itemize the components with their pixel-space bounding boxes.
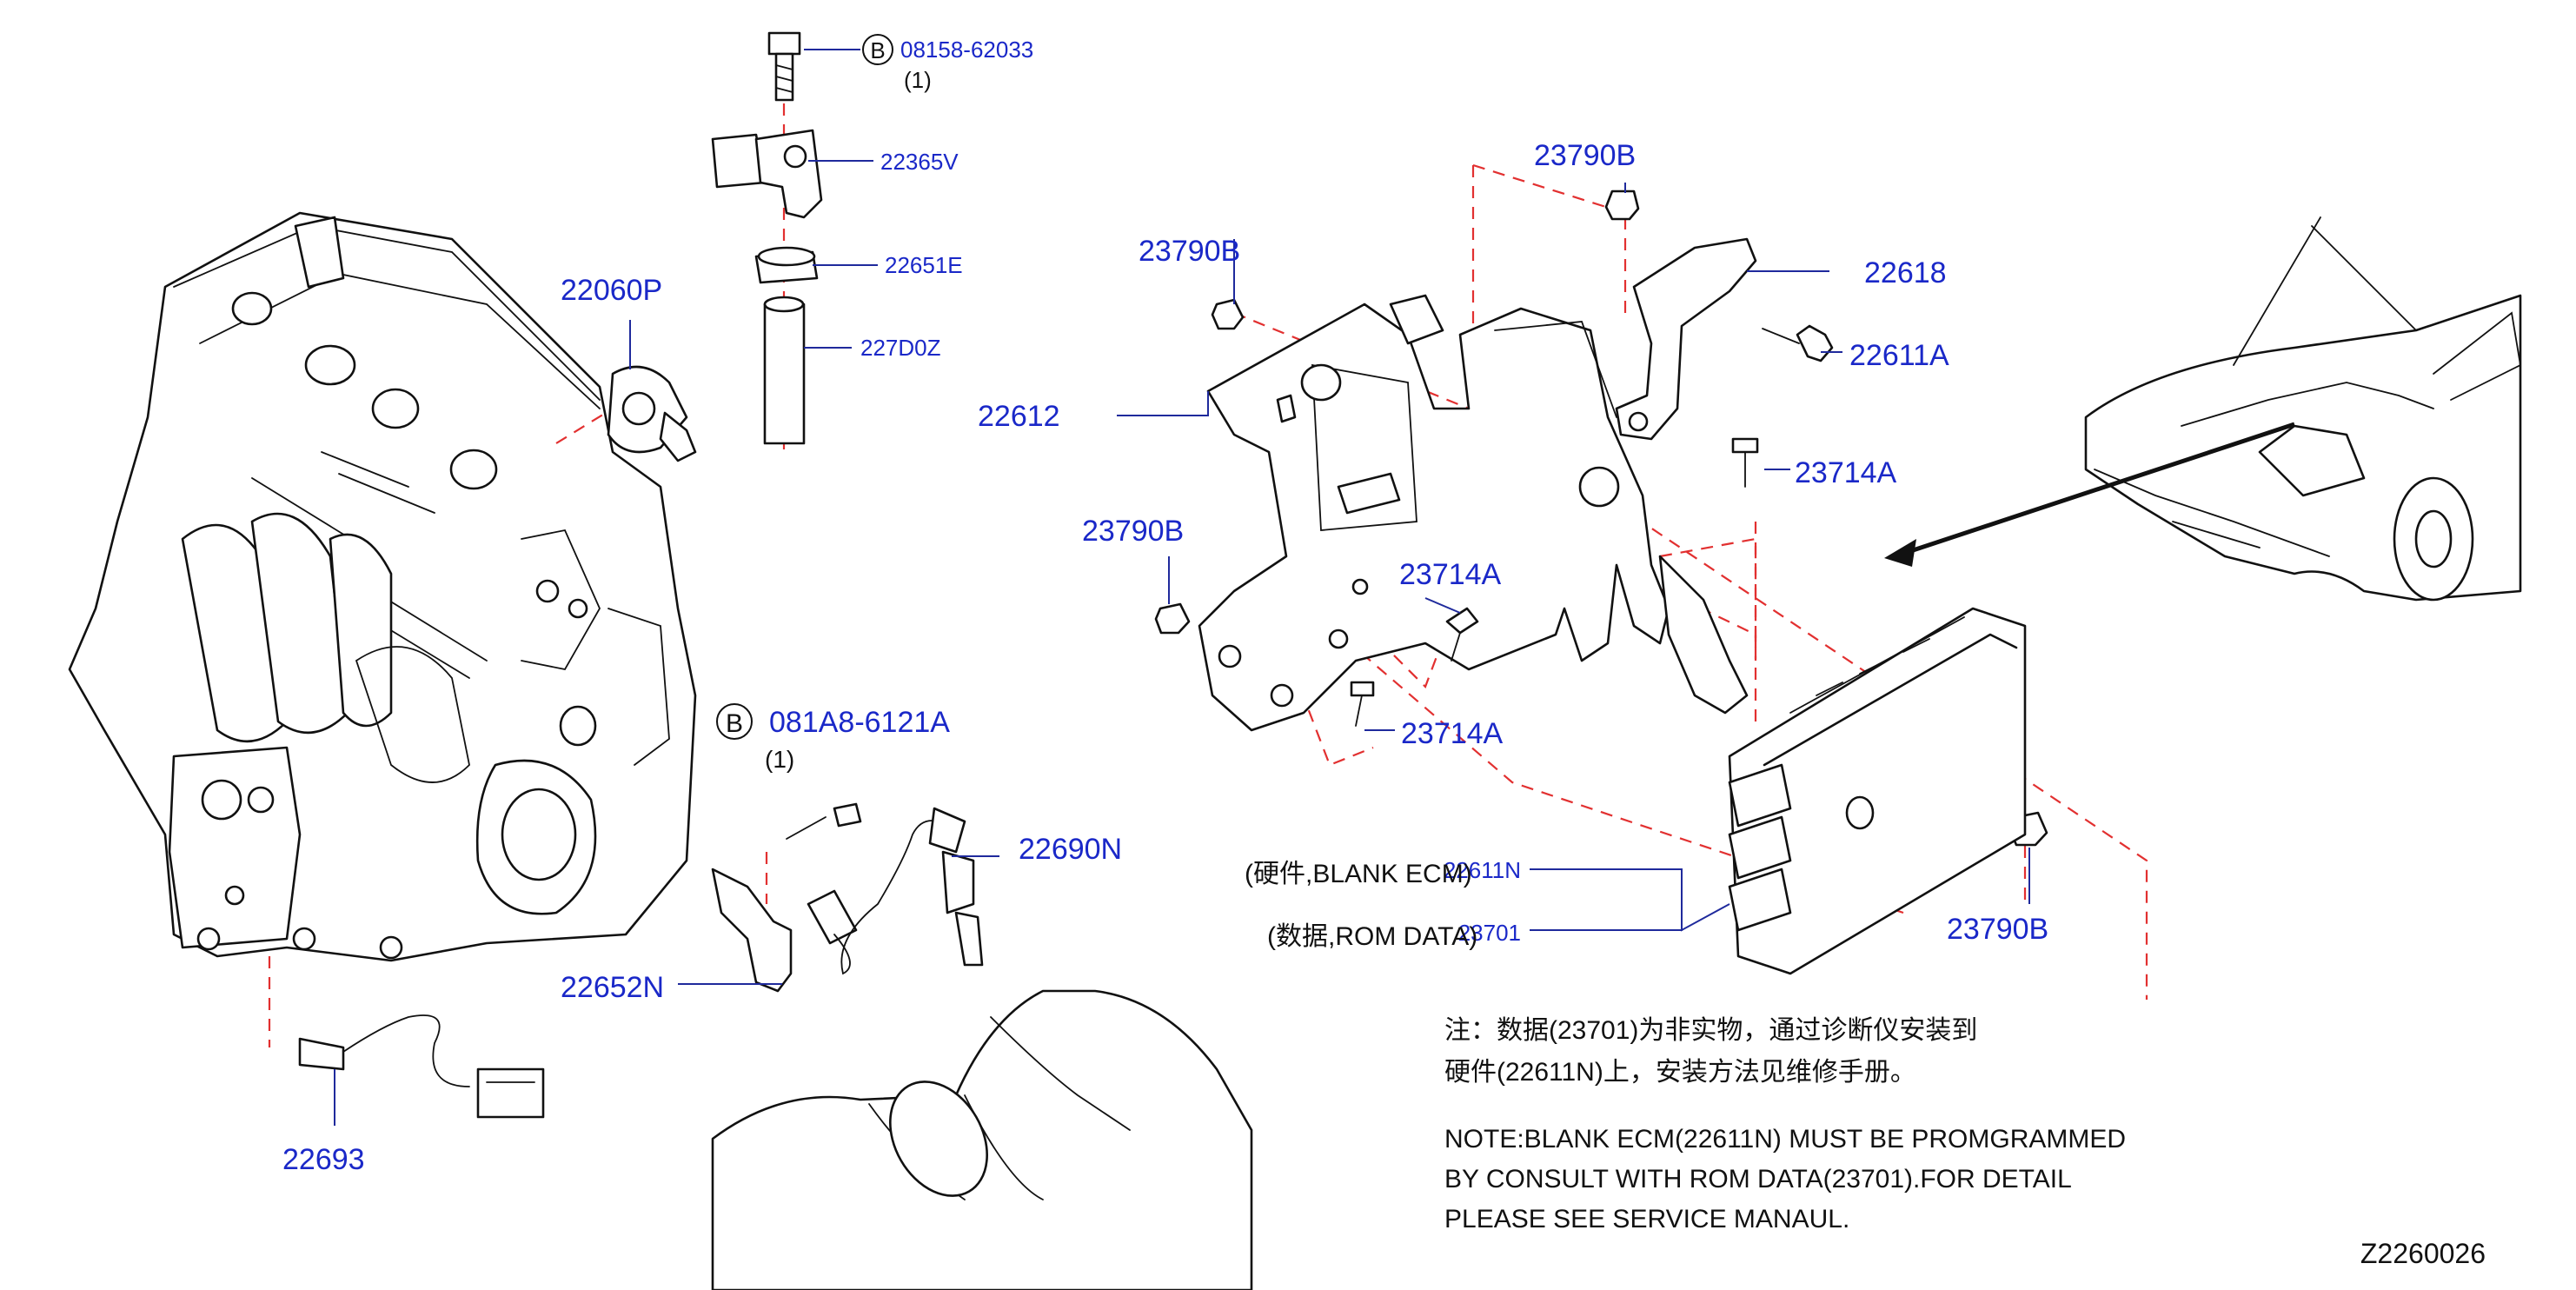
callout-badge-bolt-08158: B <box>862 34 893 65</box>
leader-lines <box>334 49 2030 1126</box>
part-number-23714a-bottom[interactable]: 23714A <box>1401 717 1504 750</box>
part-number-22612[interactable]: 22612 <box>978 400 1060 433</box>
small-bracket-22618-drawing <box>1615 237 1757 441</box>
part-number-23790b-left-top[interactable]: 23790B <box>1139 235 1240 268</box>
vehicle-drawing <box>1884 216 2522 602</box>
ecm-unit-drawing <box>1728 607 2027 975</box>
note-cn-line-2: 硬件(22611N)上，安装方法见维修手册。 <box>1444 1058 1916 1087</box>
part-number-23714a-middle[interactable]: 23714A <box>1399 558 1502 591</box>
rear-o2-sensor-drawing <box>268 956 545 1119</box>
part-number-23701[interactable]: 23701 <box>1458 920 1521 946</box>
part-number-22365v[interactable]: 22365V <box>880 149 959 175</box>
callout-badge-bolt-081a8: B <box>716 703 753 740</box>
part-number-227d0z[interactable]: 227D0Z <box>860 335 941 361</box>
part-number-08158-62033[interactable]: 08158-62033 <box>900 37 1033 63</box>
part-number-22693[interactable]: 22693 <box>282 1143 365 1176</box>
part-qty-08158: (1) <box>904 67 932 93</box>
cam-sensor-stack-drawing <box>711 31 823 452</box>
part-number-22611n[interactable]: 22611N <box>1444 857 1521 883</box>
part-number-22060p[interactable]: 22060P <box>561 274 662 307</box>
part-number-22651e[interactable]: 22651E <box>885 252 963 278</box>
note-en-line-2: BY CONSULT WITH ROM DATA(23701).FOR DETA… <box>1444 1165 2072 1194</box>
part-number-23790b-left-bottom[interactable]: 23790B <box>1082 515 1184 548</box>
front-o2-sensor-drawing <box>711 807 984 993</box>
note-cn-line-1: 注：数据(23701)为非实物，通过诊断仪安装到 <box>1444 1016 1977 1045</box>
engine-drawing <box>68 211 697 962</box>
part-number-23790b-top[interactable]: 23790B <box>1534 139 1636 172</box>
part-number-23714a-right[interactable]: 23714A <box>1795 456 1897 489</box>
part-number-22611a[interactable]: 22611A <box>1849 339 1949 372</box>
knock-sensor-drawing <box>555 365 697 462</box>
ecm-bracket-drawing <box>1198 163 2148 1000</box>
part-number-23790b-right[interactable]: 23790B <box>1947 913 2048 946</box>
part-number-22652n[interactable]: 22652N <box>561 971 664 1004</box>
note-en-line-1: NOTE:BLANK ECM(22611N) MUST BE PROMGRAMM… <box>1444 1125 2126 1154</box>
part-number-22690n[interactable]: 22690N <box>1019 833 1122 866</box>
part-qty-081a8: (1) <box>765 746 794 773</box>
label-blank-ecm: (硬件,BLANK ECM) <box>1245 860 1472 888</box>
air-duct-drawing <box>711 989 1253 1290</box>
part-number-081a8-6121a[interactable]: 081A8-6121A <box>769 706 950 739</box>
note-en-line-3: PLEASE SEE SERVICE MANAUL. <box>1444 1205 1849 1233</box>
label-rom-data: (数据,ROM DATA) <box>1267 922 1477 951</box>
part-number-22618[interactable]: 22618 <box>1864 256 1947 289</box>
svg-text:B: B <box>726 709 743 738</box>
svg-text:B: B <box>870 37 885 63</box>
diagram-reference-code: Z2260026 <box>2360 1238 2486 1269</box>
